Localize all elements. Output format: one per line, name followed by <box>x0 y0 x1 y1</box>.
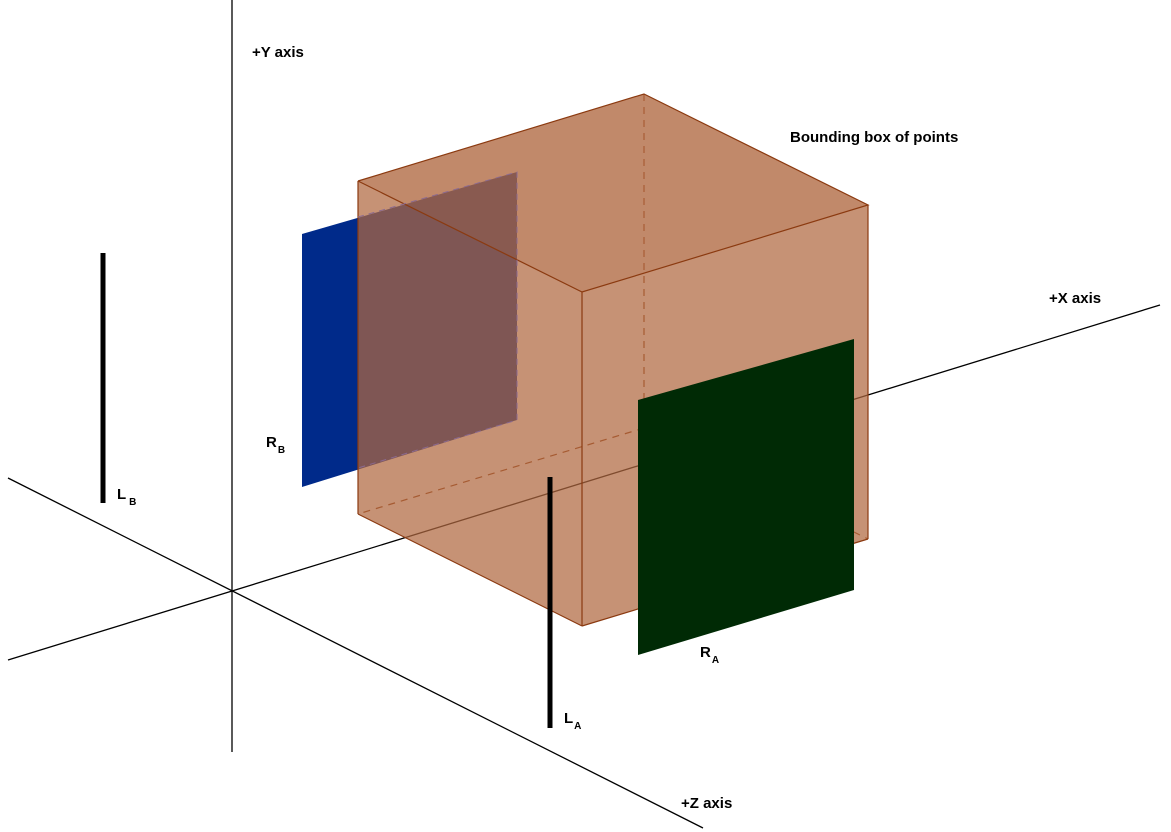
y-axis-label: +Y axis <box>252 44 304 61</box>
rect-a-label-main: R <box>700 644 711 661</box>
rect-b-hidden-outline <box>357 171 518 469</box>
rect-b-label-main: R <box>266 434 277 451</box>
rect-a-label-sub: A <box>712 655 719 666</box>
rect-a-label: RA <box>700 644 719 666</box>
x-axis-label: +X axis <box>1049 290 1101 307</box>
rect-b-label-sub: B <box>278 445 285 456</box>
line-a-label-main: L <box>564 710 573 727</box>
rect-a <box>638 339 854 655</box>
bounding-box-label: Bounding box of points <box>790 129 958 146</box>
bounding-box-top-face <box>358 94 868 292</box>
z-axis-line <box>7 477 704 829</box>
z-axis-label: +Z axis <box>681 795 732 812</box>
line-a-label-sub: A <box>574 721 581 732</box>
line-b-label-sub: B <box>129 497 136 508</box>
bounding-box-front-face <box>358 181 582 626</box>
line-a-label: LA <box>564 710 581 732</box>
line-b-label-main: L <box>117 486 126 503</box>
rect-b-label: RB <box>266 434 285 456</box>
